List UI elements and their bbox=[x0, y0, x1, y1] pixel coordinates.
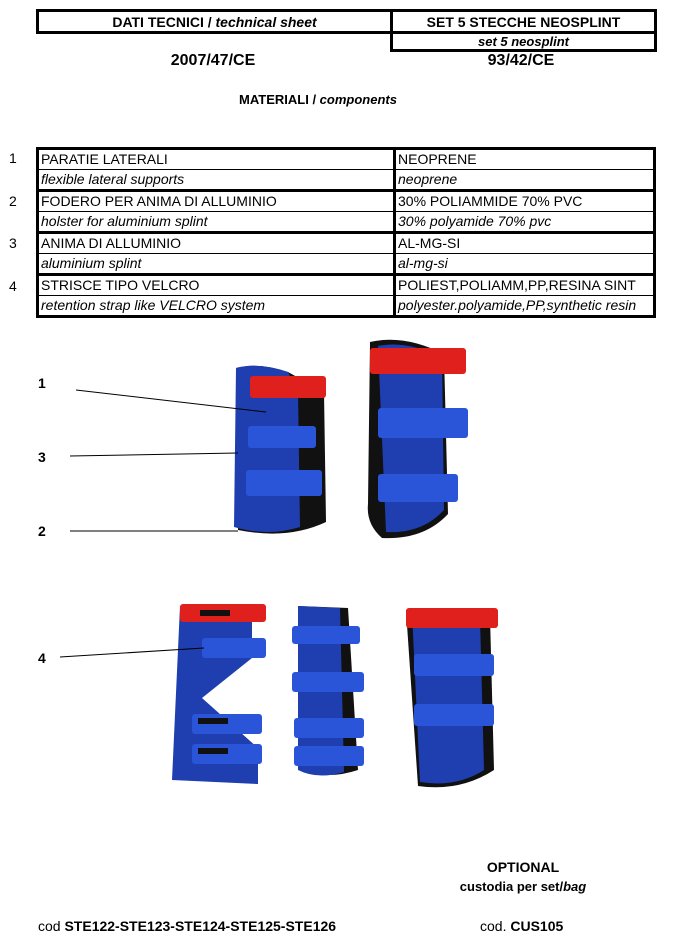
splint-image-2 bbox=[367, 339, 468, 539]
title-it: DATI TECNICI / bbox=[112, 13, 216, 30]
callout-label: 4 bbox=[38, 650, 46, 666]
item-number: 3 bbox=[9, 235, 17, 251]
splint-image-1 bbox=[234, 365, 326, 534]
splint-image-3 bbox=[172, 604, 266, 784]
product-codes: cod STE122-STE123-STE124-STE125-STE126 bbox=[38, 918, 337, 934]
component-material: NEOPRENE bbox=[394, 148, 655, 170]
component-name-en: retention strap like VELCRO system bbox=[37, 295, 396, 317]
component-name: FODERO PER ANIMA DI ALLUMINIO bbox=[37, 189, 396, 212]
item-number: 1 bbox=[9, 150, 17, 166]
component-material: 30% POLIAMMIDE 70% PVC bbox=[394, 189, 655, 212]
callout-label: 3 bbox=[38, 449, 46, 465]
component-name-en: holster for aluminium splint bbox=[37, 211, 396, 233]
product-subtitle: set 5 neosplint bbox=[390, 31, 657, 52]
splint-image-4 bbox=[292, 606, 364, 776]
component-name-en: aluminium splint bbox=[37, 253, 396, 275]
component-material-en: 30% polyamide 70% pvc bbox=[394, 211, 655, 233]
optional-subtitle: custodia per set/bag bbox=[459, 879, 587, 894]
item-number: 4 bbox=[9, 278, 17, 294]
callout-label: 2 bbox=[38, 523, 46, 539]
bag-code: cod. CUS105 bbox=[480, 918, 564, 934]
directive-right: 93/42/CE bbox=[487, 52, 555, 69]
component-material-en: polyester.polyamide,PP,synthetic resin bbox=[394, 295, 655, 317]
materials-heading: MATERIALI / components bbox=[239, 92, 397, 107]
callout-label: 1 bbox=[38, 375, 46, 391]
title-en: technical sheet bbox=[215, 13, 317, 30]
title-box: DATI TECNICI / technical sheet bbox=[36, 9, 393, 34]
directive-left: 2007/47/CE bbox=[170, 52, 256, 69]
splint-image-5 bbox=[406, 608, 498, 788]
optional-title: OPTIONAL bbox=[486, 859, 560, 875]
item-number: 2 bbox=[9, 193, 17, 209]
